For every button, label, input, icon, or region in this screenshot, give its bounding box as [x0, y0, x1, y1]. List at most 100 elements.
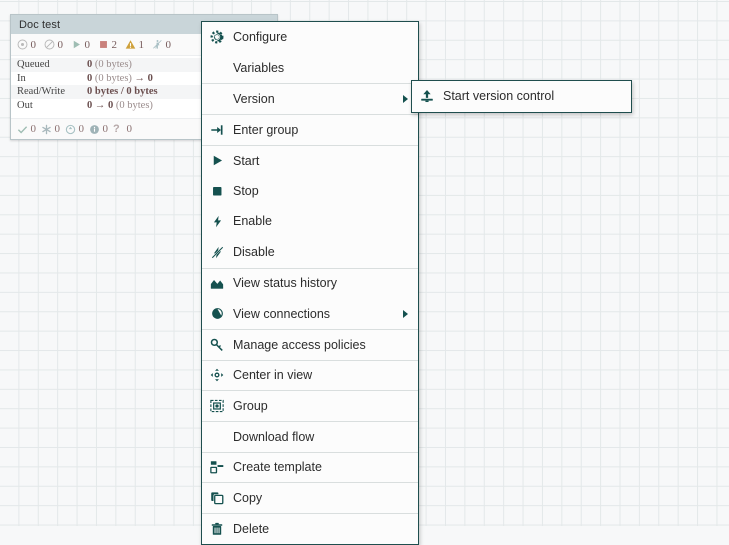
- menu-item-enable[interactable]: Enable: [202, 206, 418, 237]
- check-icon: [17, 124, 28, 135]
- no-icon: [209, 429, 225, 445]
- pg-status-invalid: 1: [125, 39, 144, 51]
- pg-status-transmitting: 0: [17, 39, 36, 51]
- pg-status-count: 0: [165, 38, 172, 51]
- context-submenu-version[interactable]: Start version control: [411, 80, 632, 113]
- bolt-icon: [209, 213, 225, 229]
- info-circle-icon: [89, 124, 100, 135]
- stop-icon: [209, 183, 225, 199]
- enter-group-icon: [209, 122, 225, 138]
- menu-item-start[interactable]: Start: [202, 144, 418, 176]
- menu-item-label: Copy: [233, 491, 263, 506]
- upload-icon: [419, 88, 435, 104]
- menu-item-configure[interactable]: Configure: [202, 22, 418, 53]
- process-group-title: Doc test: [19, 18, 61, 31]
- menu-item-label: Disable: [233, 245, 275, 260]
- menu-item-label: Configure: [233, 30, 288, 45]
- pg-version-sync-failure: ?0: [113, 123, 132, 135]
- menu-item-download-flow[interactable]: Download flow: [202, 420, 418, 452]
- menu-item-label: Enter group: [233, 122, 299, 137]
- pg-status-disabled: 0: [152, 39, 171, 51]
- chevron-right-icon: [403, 95, 408, 104]
- pg-version-stale-version: 0: [65, 123, 84, 135]
- menu-item-label: Download flow: [233, 429, 315, 444]
- pg-detail-row: Out 0 → 0 (0 bytes): [11, 99, 277, 113]
- pg-detail-value: 0 bytes / 0 bytes: [87, 86, 158, 98]
- pg-detail-label: Queued: [17, 59, 50, 71]
- bolt-slash-icon: [209, 244, 225, 260]
- pg-version-count: 0: [126, 123, 133, 135]
- pg-detail-value: 0 (0 bytes): [87, 59, 132, 71]
- asterisk-icon: [41, 124, 52, 135]
- chart-icon: [209, 275, 225, 291]
- menu-item-center-in-view[interactable]: Center in view: [202, 359, 418, 391]
- pg-version-locally-modified: 0: [89, 123, 108, 135]
- pg-status-count: 2: [111, 38, 118, 51]
- pg-status-stopped: 2: [98, 39, 117, 51]
- menu-item-label: Delete: [233, 521, 270, 536]
- not-transmitting-icon: [44, 39, 55, 50]
- menu-item-label: View connections: [233, 306, 331, 321]
- pg-status-not-transmitting: 0: [44, 39, 63, 51]
- menu-item-label: Variables: [233, 61, 285, 76]
- menu-item-view-status-history[interactable]: View status history: [202, 267, 418, 299]
- menu-item-label: Stop: [233, 183, 259, 198]
- invalid-icon: [125, 39, 136, 50]
- menu-item-label: Start: [233, 153, 260, 168]
- menu-item-disable[interactable]: Disable: [202, 237, 418, 268]
- pg-version-count: 0: [54, 123, 61, 135]
- menu-item-copy[interactable]: Copy: [202, 482, 418, 513]
- menu-item-label: Manage access policies: [233, 337, 366, 352]
- pg-status-count: 0: [84, 38, 91, 51]
- menu-item-group[interactable]: Group: [202, 390, 418, 421]
- menu-item-create-template[interactable]: Create template: [202, 451, 418, 483]
- stopped-icon: [98, 39, 109, 50]
- pg-detail-value: 0 (0 bytes) → 0: [87, 72, 153, 84]
- menu-item-delete[interactable]: Delete: [202, 513, 418, 544]
- menu-item-label: Enable: [233, 214, 272, 229]
- running-icon: [71, 39, 82, 50]
- menu-item-label: Version: [233, 92, 275, 107]
- no-icon: [209, 60, 225, 76]
- menu-item-start-version-control[interactable]: Start version control: [412, 81, 631, 112]
- disabled-icon: [152, 39, 163, 50]
- pg-status-count: 0: [57, 38, 64, 51]
- pg-status-running: 0: [71, 39, 90, 51]
- pg-version-count: 0: [78, 123, 85, 135]
- group-icon: [209, 398, 225, 414]
- pg-status-count: 1: [138, 38, 145, 51]
- pg-detail-value: 0 → 0 (0 bytes): [87, 99, 153, 111]
- pg-detail-label: Out: [17, 99, 33, 111]
- menu-item-enter-group[interactable]: Enter group: [202, 114, 418, 145]
- menu-item-label: Group: [233, 399, 268, 414]
- no-icon: [209, 91, 225, 107]
- pg-status-count: 0: [30, 38, 37, 51]
- menu-item-label: View status history: [233, 276, 337, 291]
- menu-item-view-connections[interactable]: View connections: [202, 298, 418, 329]
- chevron-right-icon: [403, 309, 408, 318]
- menu-item-manage-access-policies[interactable]: Manage access policies: [202, 328, 418, 360]
- connections-icon: [209, 306, 225, 322]
- pg-detail-label: In: [17, 72, 26, 84]
- menu-item-label: Start version control: [443, 89, 555, 104]
- sync-arrow-icon: [65, 124, 76, 135]
- menu-item-variables[interactable]: Variables: [202, 53, 418, 84]
- pg-detail-label: Read/Write: [17, 86, 65, 98]
- pg-detail-row: In 0 (0 bytes) → 0: [11, 72, 277, 86]
- pg-version-count: 0: [102, 123, 109, 135]
- crosshair-icon: [209, 367, 225, 383]
- trash-icon: [209, 521, 225, 537]
- transmitting-icon: [17, 39, 28, 50]
- pg-version-valid: 0: [17, 123, 36, 135]
- key-icon: [209, 337, 225, 353]
- menu-item-label: Center in view: [233, 368, 313, 383]
- menu-item-version[interactable]: Version: [202, 83, 418, 114]
- pg-version-version-synced: 0: [41, 123, 60, 135]
- copy-icon: [209, 490, 225, 506]
- question-mark-icon: ?: [113, 122, 120, 135]
- menu-item-stop[interactable]: Stop: [202, 175, 418, 206]
- template-icon: [209, 459, 225, 475]
- play-icon: [209, 153, 225, 169]
- pg-version-count: 0: [30, 123, 37, 135]
